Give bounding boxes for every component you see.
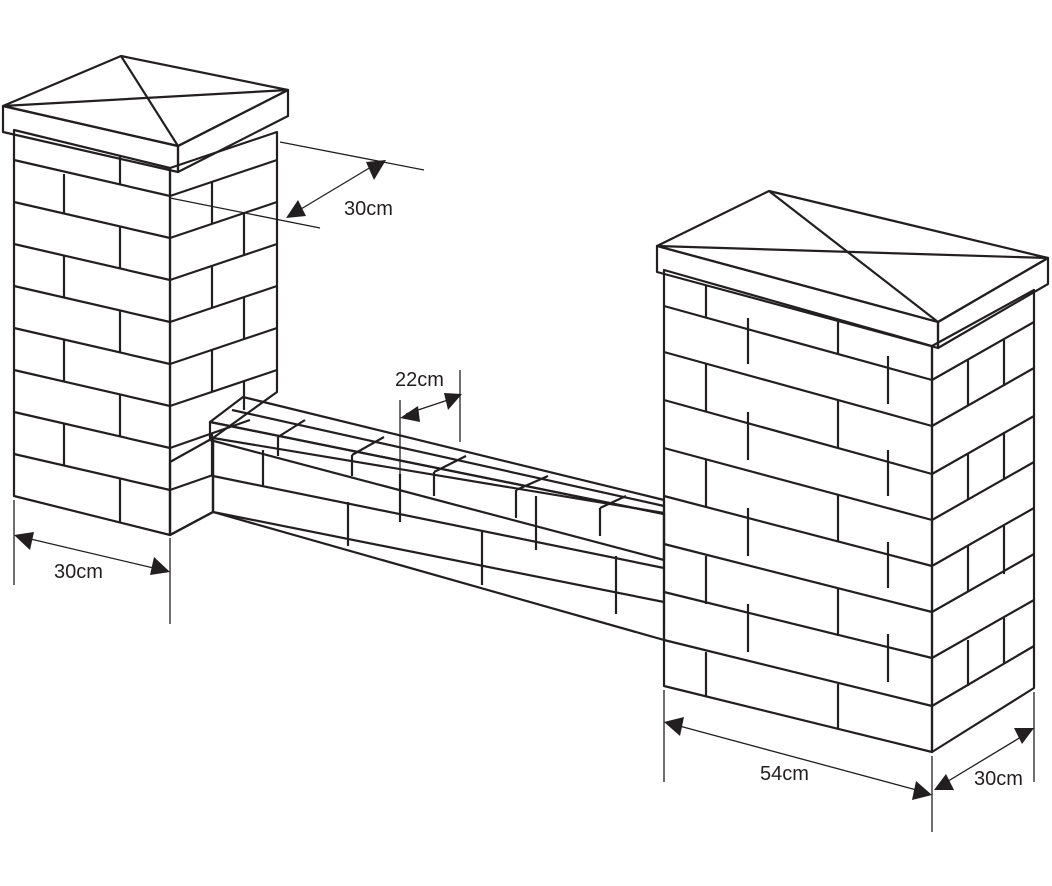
right-pillar-side-courses: [931, 321, 1035, 707]
right-pillar-side: [930, 288, 1036, 754]
low-wall-end-face: [168, 436, 215, 537]
arrowhead: [664, 717, 684, 736]
arrowhead: [444, 393, 462, 410]
dimension-right-pillar-width: 54cm: [663, 690, 933, 832]
dimension-right-pillar-depth: 30cm: [934, 692, 1035, 790]
left-pillar-front-courses: [13, 158, 171, 492]
dimension-label: 30cm: [974, 768, 1023, 790]
arrowhead: [912, 781, 932, 800]
arrowhead: [400, 406, 420, 422]
right-pillar: [655, 189, 1050, 754]
low-wall-courses: [212, 474, 665, 604]
right-pillar-side-joints: [966, 340, 1006, 686]
left-pillar-side-joints: [210, 182, 246, 476]
right-pillar-cap: [655, 189, 1050, 350]
left-pillar-cap: [1, 54, 290, 174]
dimension-label: 30cm: [344, 198, 393, 220]
left-cap-top: [1, 54, 290, 148]
dimension-label: 22cm: [395, 369, 444, 391]
arrowhead: [150, 557, 170, 575]
arrowhead: [366, 160, 386, 180]
arrowhead: [14, 532, 34, 550]
right-cap-front: [655, 244, 940, 350]
wall-coping: [208, 395, 666, 562]
dimension-label: 54cm: [760, 763, 809, 785]
arrowhead: [1014, 728, 1034, 744]
left-pillar-side-courses: [169, 158, 278, 492]
arrowhead: [934, 774, 954, 790]
arrowhead: [286, 200, 306, 218]
dimension-label: 30cm: [54, 561, 103, 583]
low-wall-joints: [261, 450, 618, 614]
dimension-left-pillar-depth: 30cm: [169, 141, 425, 229]
right-pillar-front-courses: [663, 304, 933, 708]
low-wall: [168, 395, 666, 642]
right-pillar-front-joints: [704, 286, 890, 728]
left-pillar: [1, 54, 290, 537]
dimension-left-pillar-width: 30cm: [13, 500, 171, 624]
dimension-wall-thickness: 22cm: [395, 369, 462, 474]
